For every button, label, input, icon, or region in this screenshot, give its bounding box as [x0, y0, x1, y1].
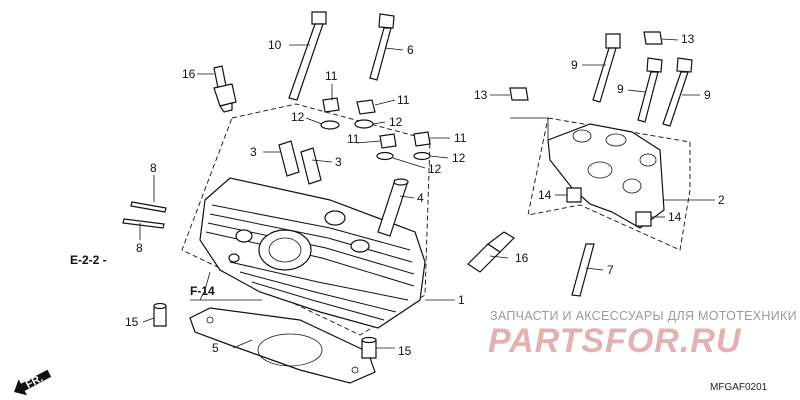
bolt-10 — [288, 11, 327, 101]
label-part-3-right: 3 — [335, 155, 342, 169]
stud-bolt-upper — [130, 201, 167, 213]
ref-f-14: F-14 — [190, 284, 215, 298]
label-part-12b: 12 — [389, 115, 403, 129]
ref-e-2-2: E-2-2 - — [70, 253, 107, 267]
insulator-4 — [377, 178, 409, 237]
bolt-6 — [369, 13, 395, 81]
stud-7 — [571, 243, 595, 297]
bolt-9c — [662, 57, 693, 127]
label-part-15a: 15 — [125, 315, 139, 329]
label-part-11c: 11 — [347, 132, 360, 146]
label-part-12a: 12 — [291, 110, 305, 124]
label-part-16a: 16 — [182, 67, 196, 81]
nut-11a — [322, 97, 340, 113]
leader-lines — [139, 38, 715, 349]
label-part-16b: 16 — [515, 251, 529, 265]
dowel-pin-right — [361, 336, 377, 359]
label-part-9b: 9 — [617, 82, 624, 96]
stud-bolt-lower — [122, 218, 165, 229]
label-part-9a: 9 — [571, 58, 578, 72]
washer-12a — [320, 120, 340, 130]
label-part-7: 7 — [607, 263, 614, 277]
nut-11c — [379, 133, 397, 149]
label-part-10: 10 — [268, 38, 282, 52]
rocker-arm-holder — [547, 123, 665, 229]
washer-12d — [413, 151, 431, 161]
watermark-brand: PARTSFOR.RU — [488, 322, 742, 360]
diagram-code: MFGAF0201 — [710, 382, 768, 393]
label-part-3-left: 3 — [250, 145, 257, 159]
label-part-8-lower: 8 — [136, 241, 143, 255]
label-part-4: 4 — [417, 191, 424, 205]
label-part-14a: 14 — [538, 188, 552, 202]
cylinder-head — [199, 177, 426, 329]
label-part-9c: 9 — [704, 88, 711, 102]
rocker-assembly-outline — [527, 117, 691, 251]
label-part-8-upper: 8 — [150, 161, 157, 175]
label-part-11b: 11 — [397, 93, 410, 107]
head-gasket — [189, 307, 376, 384]
label-part-11d: 11 — [454, 131, 467, 145]
front-direction-arrow: FR. — [14, 369, 52, 396]
nut-11d — [413, 131, 431, 147]
label-part-12d: 12 — [428, 162, 442, 176]
label-part-1: 1 — [458, 293, 465, 307]
label-part-12c: 12 — [452, 151, 466, 165]
label-part-2: 2 — [718, 193, 725, 207]
bolt-9b — [637, 57, 663, 123]
label-part-11a: 11 — [325, 69, 338, 83]
label-part-14b: 14 — [668, 210, 682, 224]
watermark-tagline: ЗАПЧАСТИ И АКСЕССУАРЫ ДЛЯ МОТОТЕХНИКИ — [490, 309, 797, 323]
spark-plug-lower — [467, 231, 515, 273]
label-part-15b: 15 — [398, 344, 412, 358]
head-assembly-outline — [181, 103, 431, 336]
label-part-5: 5 — [212, 341, 219, 355]
dowel-14b — [635, 211, 652, 227]
label-part-13b: 13 — [681, 32, 695, 46]
washer-12b — [354, 119, 374, 129]
nut-11b — [356, 99, 376, 115]
spark-plug-upper — [213, 65, 237, 113]
washer-12c — [376, 151, 394, 161]
nut-13a — [509, 87, 529, 101]
bolt-9a — [592, 33, 621, 103]
valve-guide-left — [278, 140, 300, 177]
label-part-13a: 13 — [474, 88, 488, 102]
nut-13b — [643, 31, 663, 45]
dowel-14a — [566, 187, 582, 203]
dowel-pin-left — [153, 302, 167, 327]
valve-guide-right — [300, 147, 322, 185]
part-labels: 1 2 3 3 4 5 6 7 8 8 9 9 9 10 11 11 11 11… — [125, 32, 725, 358]
label-part-6: 6 — [407, 43, 414, 57]
